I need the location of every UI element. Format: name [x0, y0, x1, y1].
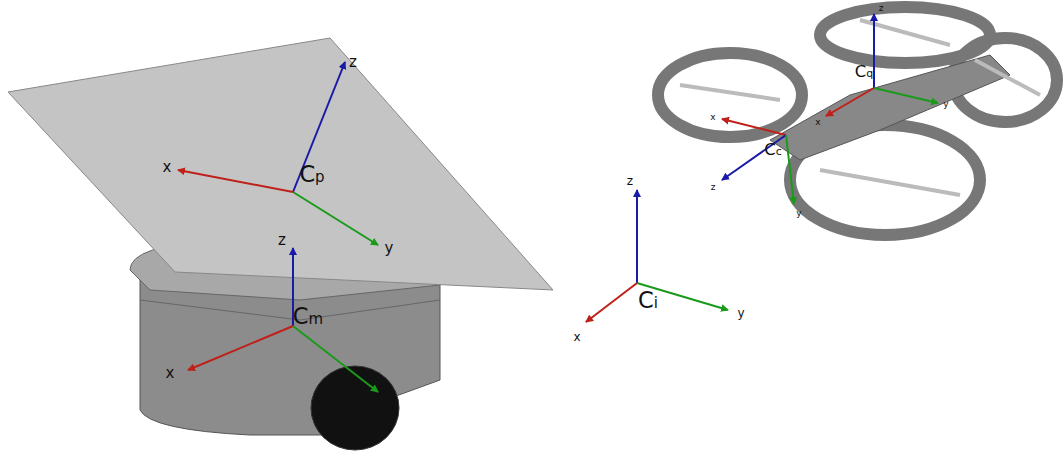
axis-label: y — [384, 387, 393, 402]
axis-label: z — [879, 4, 884, 13]
axis-label: x — [573, 331, 580, 343]
axis-label: x — [163, 160, 172, 175]
frame-name: Cp — [299, 163, 324, 186]
plate — [8, 38, 553, 290]
frame-name: Cq — [855, 64, 874, 81]
axis-label: z — [627, 175, 633, 187]
axis-label: y — [737, 307, 744, 319]
axis-label: z — [711, 183, 716, 192]
frame-name: Ci — [638, 289, 658, 312]
axis-label: x — [815, 118, 820, 127]
axis-label: y — [796, 209, 801, 218]
axis-label: x — [710, 113, 715, 122]
axis-label: z — [278, 233, 286, 248]
frame-name: Cc — [764, 142, 782, 159]
axis-label: y — [385, 241, 394, 256]
axis-label: x — [166, 366, 175, 381]
frame-name: Cm — [293, 305, 323, 328]
axis-label: y — [943, 100, 948, 109]
quadrotor — [658, 7, 1057, 235]
axis-label: z — [349, 55, 357, 70]
